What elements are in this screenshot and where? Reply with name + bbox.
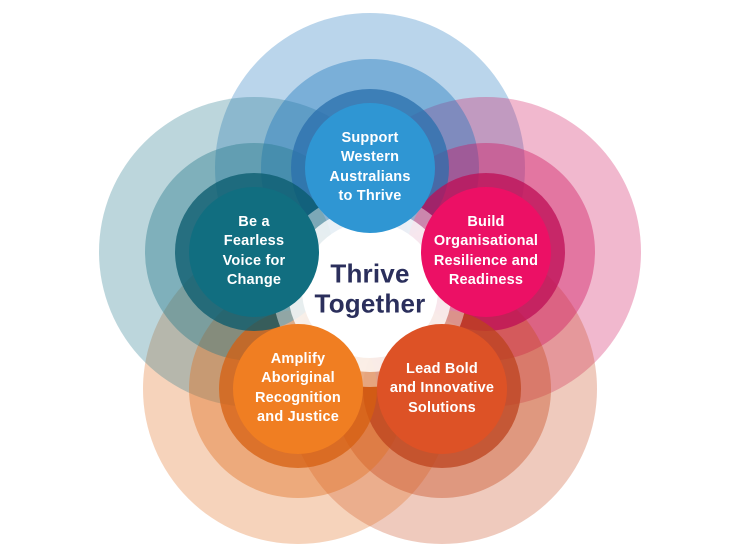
petal-label-lead-bold-innovative: Lead Bold and Innovative Solutions (389, 360, 495, 416)
petal-label-build-organisational-resilience: Build Organisational Resilience and Read… (433, 214, 539, 289)
petal-voice-core-circle (189, 187, 319, 317)
petal-label-amplify-aboriginal-recognition: Amplify Aboriginal Recognition and Justi… (255, 351, 341, 426)
petal-lead-core-circle (377, 324, 507, 454)
petal-amplify-core-circle (233, 324, 363, 454)
petal-label-fearless-voice-for-change: Be a Fearless Voice for Change (222, 214, 286, 289)
petal-label-support-western-australians: Support Western Australians to Thrive (329, 130, 411, 205)
petal-support-core-circle (305, 103, 435, 233)
center-label-thrive-together: Thrive Together (314, 258, 426, 319)
petal-build-core-circle (421, 187, 551, 317)
